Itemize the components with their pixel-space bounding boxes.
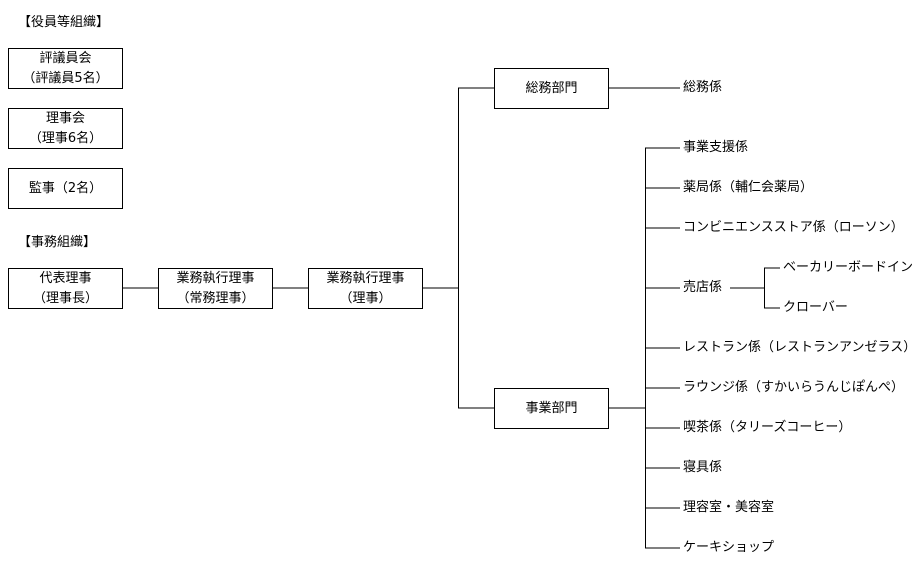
auditors-name: 監事（2名） (28, 180, 103, 196)
office-heading: 【事務組織】 (18, 235, 97, 250)
section-general-affairs: 総務係 (683, 80, 723, 95)
section-restaurant: レストラン係（レストランアンゼラス） (683, 340, 917, 355)
board-name: 理事会 (45, 110, 85, 126)
executive-director-role: （理事） (339, 290, 392, 306)
board-box: 理事会 （理事6名） (8, 108, 123, 149)
section-cake-shop: ケーキショップ (683, 540, 775, 555)
section-shop: 売店係 (683, 280, 723, 295)
section-cafe: 喫茶係（タリーズコーヒー） (683, 420, 852, 435)
executive-director-box: 業務執行理事 （理事） (308, 268, 423, 309)
officers-heading: 【役員等組織】 (18, 15, 110, 30)
subsection-bakery: ベーカリーボードイン (783, 260, 914, 275)
representative-director-role: （理事長） (32, 290, 98, 306)
managing-director-title: 業務執行理事 (176, 270, 255, 286)
general-affairs-dept-name: 総務部門 (525, 80, 578, 96)
section-bedding: 寝具係 (683, 460, 723, 475)
general-affairs-dept-box: 総務部門 (494, 68, 609, 109)
representative-director-box: 代表理事 （理事長） (8, 268, 123, 309)
section-lounge: ラウンジ係（すかいらうんじぽんぺ） (683, 380, 905, 395)
managing-director-box: 業務執行理事 （常務理事） (158, 268, 273, 309)
council-box: 評議員会 （評議員5名） (8, 48, 123, 89)
section-business-support: 事業支援係 (683, 140, 749, 155)
representative-director-title: 代表理事 (39, 270, 92, 286)
council-members: （評議員5名） (22, 70, 109, 86)
executive-director-title: 業務執行理事 (326, 270, 405, 286)
subsection-clover: クローバー (783, 300, 848, 315)
business-dept-name: 事業部門 (525, 400, 578, 416)
section-convenience-store: コンビニエンスストア係（ローソン） (683, 220, 904, 235)
board-members: （理事6名） (28, 130, 103, 146)
council-name: 評議員会 (39, 50, 92, 66)
business-dept-box: 事業部門 (494, 388, 609, 429)
auditors-box: 監事（2名） (8, 168, 123, 209)
section-barber-beauty: 理容室・美容室 (683, 500, 775, 515)
section-pharmacy: 薬局係（輔仁会薬局） (683, 180, 814, 195)
managing-director-role: （常務理事） (176, 290, 255, 306)
